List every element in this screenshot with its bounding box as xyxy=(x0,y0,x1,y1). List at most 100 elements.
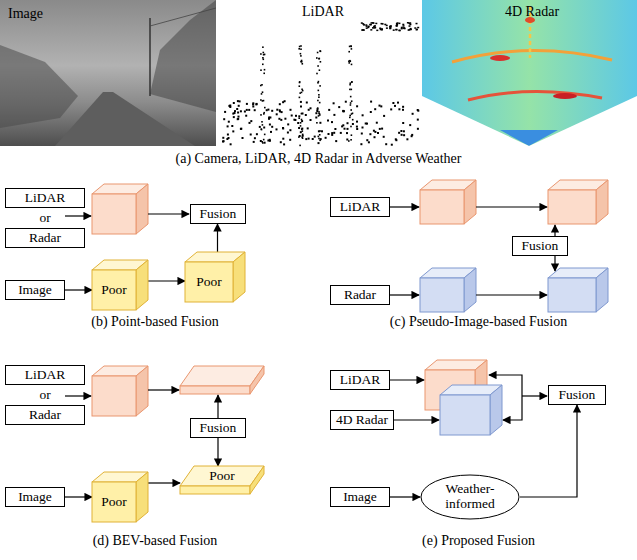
lidar-point xyxy=(351,113,353,115)
lidar-point xyxy=(402,24,404,26)
lidar-point xyxy=(223,118,225,120)
lidar-point xyxy=(350,104,352,106)
lidar-point xyxy=(299,92,301,94)
box-label: Image xyxy=(18,489,52,505)
lidar-point xyxy=(363,24,365,26)
lidar-point xyxy=(299,85,301,87)
lidar-point xyxy=(344,128,346,130)
lidar-point xyxy=(239,100,241,102)
flow-arrow xyxy=(65,395,91,396)
lidar-point xyxy=(395,138,397,140)
road xyxy=(55,92,195,146)
lidar-point xyxy=(319,69,321,71)
lidar-point xyxy=(350,45,352,47)
lidar-point xyxy=(310,107,312,109)
lidar-point xyxy=(318,113,320,115)
lidar-point xyxy=(361,133,363,135)
process-box: Image xyxy=(5,280,65,300)
box-label: Weather-informed xyxy=(434,482,506,512)
lidar-point xyxy=(284,118,286,120)
lidar-point xyxy=(315,112,317,114)
lidar-point xyxy=(263,52,265,54)
lidar-point xyxy=(280,119,282,121)
flow-arrow xyxy=(476,294,547,295)
cube-front xyxy=(420,278,464,312)
poor-feature-cube xyxy=(92,260,148,310)
lidar-point xyxy=(366,123,368,125)
lidar-point xyxy=(396,23,398,25)
lidar-point xyxy=(317,108,319,110)
lidar-point xyxy=(299,81,301,83)
lidar-point xyxy=(280,141,282,143)
lidar-point xyxy=(262,64,264,66)
lidar-feature-cube xyxy=(92,184,148,234)
lidar-point xyxy=(261,129,263,131)
poor-feature-cube xyxy=(185,252,245,302)
lidar-point xyxy=(232,113,234,115)
lidar-point xyxy=(312,138,314,140)
cube-side xyxy=(136,366,148,416)
lidar-point xyxy=(417,110,419,112)
lidar-point xyxy=(331,134,333,136)
lidar-point xyxy=(261,128,263,130)
lidar-point xyxy=(267,109,269,111)
lidar-point xyxy=(403,134,405,136)
flow-arrow xyxy=(65,496,92,497)
lidar-point xyxy=(298,48,300,50)
lidar-point xyxy=(409,22,411,24)
lidar-point xyxy=(409,24,411,26)
flow-arrow xyxy=(217,438,218,466)
lidar-point xyxy=(259,126,261,128)
box-label: LiDAR xyxy=(5,365,85,385)
plane-top xyxy=(180,466,264,486)
lidar-point xyxy=(371,22,373,24)
lidar-point xyxy=(236,108,238,110)
lidar-point xyxy=(384,24,386,26)
lidar-point xyxy=(320,51,322,53)
lidar-point xyxy=(252,102,254,104)
lidar-point xyxy=(261,121,263,123)
flow-arrow xyxy=(148,213,189,214)
lidar-point xyxy=(319,130,321,132)
lidar-point xyxy=(298,136,300,138)
lidar-point xyxy=(348,140,350,142)
flow-arrow xyxy=(148,482,180,483)
radar-mask xyxy=(529,96,637,146)
lidar-point xyxy=(302,134,304,136)
box-label: Poor xyxy=(101,494,127,510)
lidar-point xyxy=(291,115,293,117)
lidar-point xyxy=(386,27,388,29)
lidar-point xyxy=(299,82,301,84)
lidar-point xyxy=(318,96,320,98)
box-label: Fusion xyxy=(200,420,237,436)
lidar-point xyxy=(262,57,264,59)
lidar-point xyxy=(352,113,354,115)
lidar-point xyxy=(338,106,340,108)
lidar-point xyxy=(317,52,319,54)
plane-side xyxy=(250,466,264,494)
lidar-point xyxy=(302,113,304,115)
lidar-point xyxy=(264,69,266,71)
lidar-feature-cube xyxy=(548,180,608,224)
lidar-point xyxy=(299,135,301,137)
lidar-point xyxy=(238,116,240,118)
lidar-point xyxy=(394,105,396,107)
lidar-point xyxy=(228,121,230,123)
lidar-point xyxy=(301,89,303,91)
lidar-point xyxy=(376,122,378,124)
wire xyxy=(150,8,216,26)
box-label: Poor xyxy=(196,274,222,290)
lidar-point xyxy=(370,101,372,103)
lidar-point xyxy=(269,140,271,142)
lidar-point xyxy=(244,111,246,113)
lidar-point xyxy=(317,100,319,102)
poor-feature-cube xyxy=(92,472,148,522)
lidar-point xyxy=(261,141,263,143)
lidar-point xyxy=(362,127,364,129)
cube-front xyxy=(92,270,136,310)
lidar-point xyxy=(373,22,375,24)
lidar-feature-cube xyxy=(420,180,476,224)
lidar-point xyxy=(302,63,304,65)
box-label: 4D Radar xyxy=(336,412,388,428)
process-box: 4D Radar xyxy=(330,410,394,430)
